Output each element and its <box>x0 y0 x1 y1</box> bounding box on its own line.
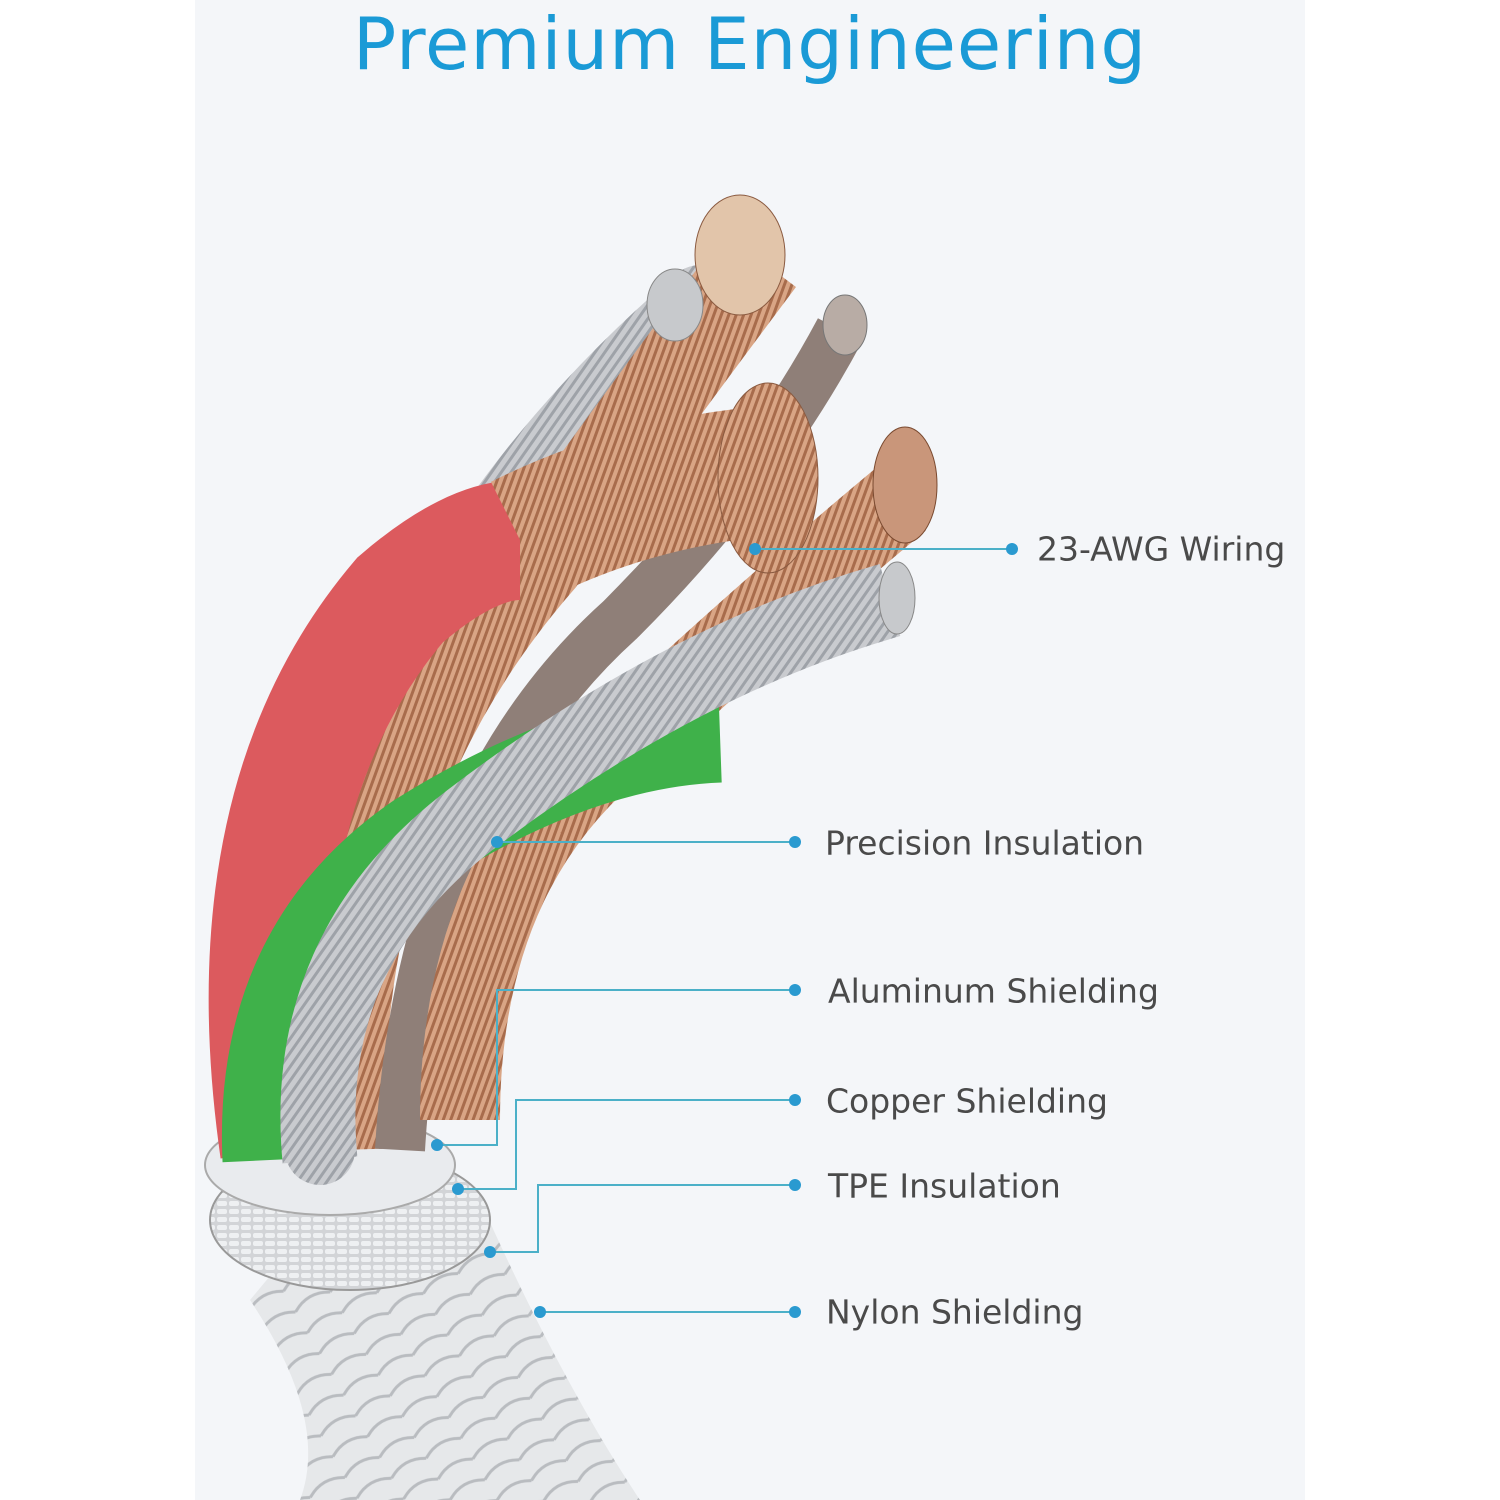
label-tpe-insulation: TPE Insulation <box>828 1166 1061 1206</box>
label-23-awg-wiring: 23-AWG Wiring <box>1037 529 1286 569</box>
label-nylon-shielding: Nylon Shielding <box>826 1292 1084 1332</box>
callout-dots <box>431 543 1018 1318</box>
callout-line-tpe <box>490 1184 795 1253</box>
label-copper-shielding: Copper Shielding <box>826 1081 1108 1121</box>
callout-lines <box>437 548 1012 1313</box>
label-aluminum-shielding: Aluminum Shielding <box>828 971 1159 1011</box>
page-title: Premium Engineering <box>352 2 1148 86</box>
callout-line-copper <box>458 1099 795 1190</box>
label-precision-insulation: Precision Insulation <box>825 823 1145 863</box>
callout-line-aluminum <box>437 989 795 1146</box>
